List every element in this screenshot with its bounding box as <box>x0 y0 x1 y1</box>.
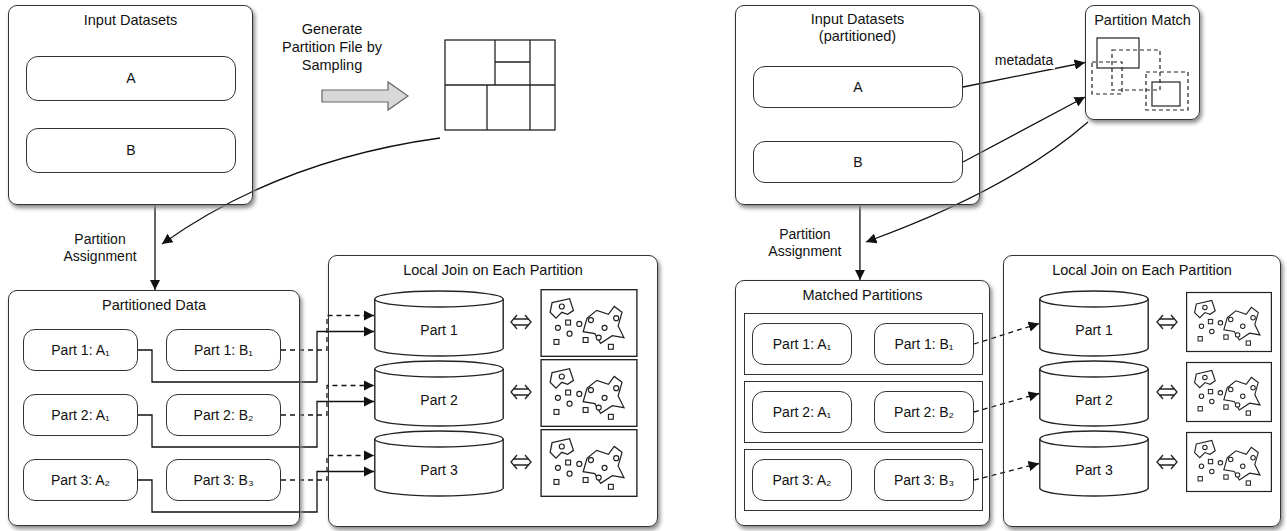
cylinder-body <box>375 291 503 356</box>
spatial-sketch <box>541 290 1271 497</box>
dataset-group: Input Datasets (partitioned) A B <box>735 5 980 205</box>
connector-arrow <box>138 332 374 383</box>
cylinder-body <box>1040 361 1148 426</box>
edge-label: Partition Assignment <box>762 226 848 260</box>
box-label: Part 3 <box>420 462 457 479</box>
box-label: Part 1: A₁ <box>773 336 831 353</box>
group-heading: Local Join on Each Partition <box>403 262 583 279</box>
dataset-box: B <box>26 128 236 173</box>
group-heading: Input Datasets (partitioned) <box>788 11 928 46</box>
edge-label: Partition Assignment <box>57 231 143 265</box>
partition-cylinder: Part 1 <box>374 291 504 356</box>
group-heading: Local Join on Each Partition <box>1052 262 1232 279</box>
cylinder-body <box>1040 291 1148 356</box>
box-label: Part 3: A₂ <box>772 472 831 489</box>
box-label: Part 3 <box>1075 462 1112 479</box>
box-label: Part 2 <box>1075 392 1112 409</box>
match-box: Partition Match <box>1085 5 1200 120</box>
box-label: Part 1 <box>1075 322 1112 339</box>
box-label: Part 3: B₃ <box>894 472 954 489</box>
partition-box: Part 1: A₁ <box>752 323 852 365</box>
box-label: Part 3: A₂ <box>51 472 110 489</box>
join-group: Local Join on Each PartitionPart 1 Part 2… <box>328 255 658 527</box>
dataset-box: A <box>26 56 236 101</box>
partition-box: Part 1: A₁ <box>23 329 138 371</box>
box-label: Part 1: B₁ <box>894 336 953 353</box>
partition-match-sketch <box>1092 38 1188 110</box>
partition-box: Part 3: B₃ <box>874 459 974 501</box>
cylinder-rim <box>1040 299 1148 307</box>
dataset-box: B <box>753 141 963 183</box>
partition-box: Part 3: A₂ <box>752 459 852 501</box>
cylinder-rim <box>375 439 503 447</box>
box-label: A <box>126 70 135 87</box>
group-heading: Input Datasets <box>84 12 178 29</box>
partition-box: Part 2: A₁ <box>23 394 138 436</box>
partition-box: Part 2: B₂ <box>166 394 281 436</box>
partition-box: Part 3: B₃ <box>166 459 281 501</box>
group-heading: Partition Match <box>1094 12 1191 29</box>
group-heading: Partitioned Data <box>102 297 206 314</box>
partition-file-curve <box>162 138 440 244</box>
partition-cylinder: Part 1 <box>1039 291 1149 356</box>
partition-grid <box>445 40 555 130</box>
group-heading: Matched Partitions <box>802 287 922 304</box>
cylinder-rim <box>1040 369 1148 377</box>
connector-arrow <box>974 464 1039 481</box>
box-label: Part 1 <box>420 322 457 339</box>
box-label: Part 2: B₂ <box>894 404 954 421</box>
box-label: Part 2: A₁ <box>773 404 831 421</box>
cylinder-rim <box>1040 439 1148 447</box>
partition-box: Part 1: B₁ <box>874 323 974 365</box>
box-label: Part 2: B₂ <box>194 407 254 424</box>
connector-arrow <box>974 394 1039 413</box>
partition-box: Part 2: A₁ <box>752 391 852 433</box>
partition-cylinder: Part 3 <box>1039 431 1149 496</box>
connector-arrow <box>154 205 155 290</box>
box-label: Part 1: A₁ <box>51 342 109 359</box>
partition-match-curve <box>866 122 1088 242</box>
partition-group: Partitioned DataPart 1: A₁ Part 1: B₁ Part… <box>8 290 300 526</box>
cylinder-body <box>375 361 503 426</box>
matched-group: Matched PartitionsPart 1: A₁ Part 1: B₁ Pa… <box>735 280 990 526</box>
partition-box: Part 2: B₂ <box>874 391 974 433</box>
connector-arrow <box>974 324 1039 345</box>
connector-arrow <box>138 472 374 513</box>
box-label: Part 1: B₁ <box>194 342 253 359</box>
cylinder-body <box>1040 431 1148 496</box>
partition-cylinder: Part 2 <box>1039 361 1149 426</box>
dataset-group: Input DatasetsA B <box>8 5 253 205</box>
cylinder-body <box>375 431 503 496</box>
step-label: Generate Partition File by Sampling <box>276 20 388 74</box>
box-label: Part 2: A₁ <box>51 407 109 424</box>
dataset-box: A <box>753 66 963 108</box>
box-label: B <box>126 142 135 159</box>
connector-arrow <box>963 63 1085 88</box>
edge-label: metadata <box>993 52 1055 69</box>
connector-arrow <box>963 97 1085 162</box>
connector-arrow <box>859 205 860 280</box>
partition-cylinder: Part 3 <box>374 431 504 496</box>
cylinder-rim <box>375 369 503 377</box>
join-group: Local Join on Each PartitionPart 1 Part 2… <box>1003 255 1281 527</box>
box-label: A <box>853 79 862 96</box>
cylinder-rim <box>375 299 503 307</box>
box-label: Part 2 <box>420 392 457 409</box>
box-label: Part 3: B₃ <box>193 472 253 489</box>
connector-arrow <box>138 402 374 448</box>
partition-cylinder: Part 2 <box>374 361 504 426</box>
hollow-arrow <box>322 82 408 110</box>
box-label: B <box>853 154 862 171</box>
partition-box: Part 3: A₂ <box>23 459 138 501</box>
partition-box: Part 1: B₁ <box>166 329 281 371</box>
